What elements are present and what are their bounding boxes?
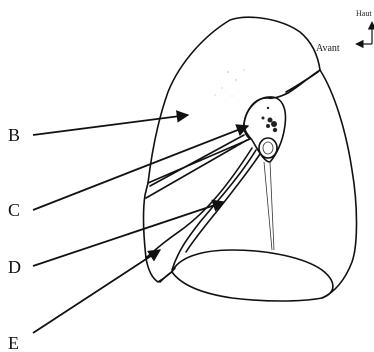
pointer-b	[33, 115, 188, 135]
upper-lobe	[148, 17, 320, 183]
label-e: E	[8, 333, 19, 352]
bronchus-lumen	[263, 142, 273, 154]
oblique-fissure-upper	[150, 135, 244, 186]
label-d: D	[8, 257, 21, 277]
pointer-d	[33, 202, 224, 266]
front-label: Avant	[316, 43, 340, 54]
bronchus	[259, 138, 277, 158]
anterior-border	[320, 70, 357, 298]
oblique-fissure-upper-2	[146, 140, 247, 198]
diaphragmatic-surface	[172, 250, 333, 301]
pointer-e	[33, 250, 160, 333]
anterior-upper-edge	[286, 72, 318, 92]
label-pointers	[33, 115, 248, 333]
up-label: Haut	[356, 9, 372, 18]
lower-lobe-edge	[160, 272, 172, 282]
lobe-texture	[214, 69, 244, 96]
posterior-border	[143, 183, 175, 282]
fissure-middle-1	[146, 148, 252, 258]
lung-outline	[143, 17, 356, 301]
hilum-vessels	[262, 107, 278, 132]
label-b: B	[8, 125, 20, 145]
orientation-indicator: Haut Avant	[316, 9, 372, 54]
label-c: C	[8, 200, 20, 220]
